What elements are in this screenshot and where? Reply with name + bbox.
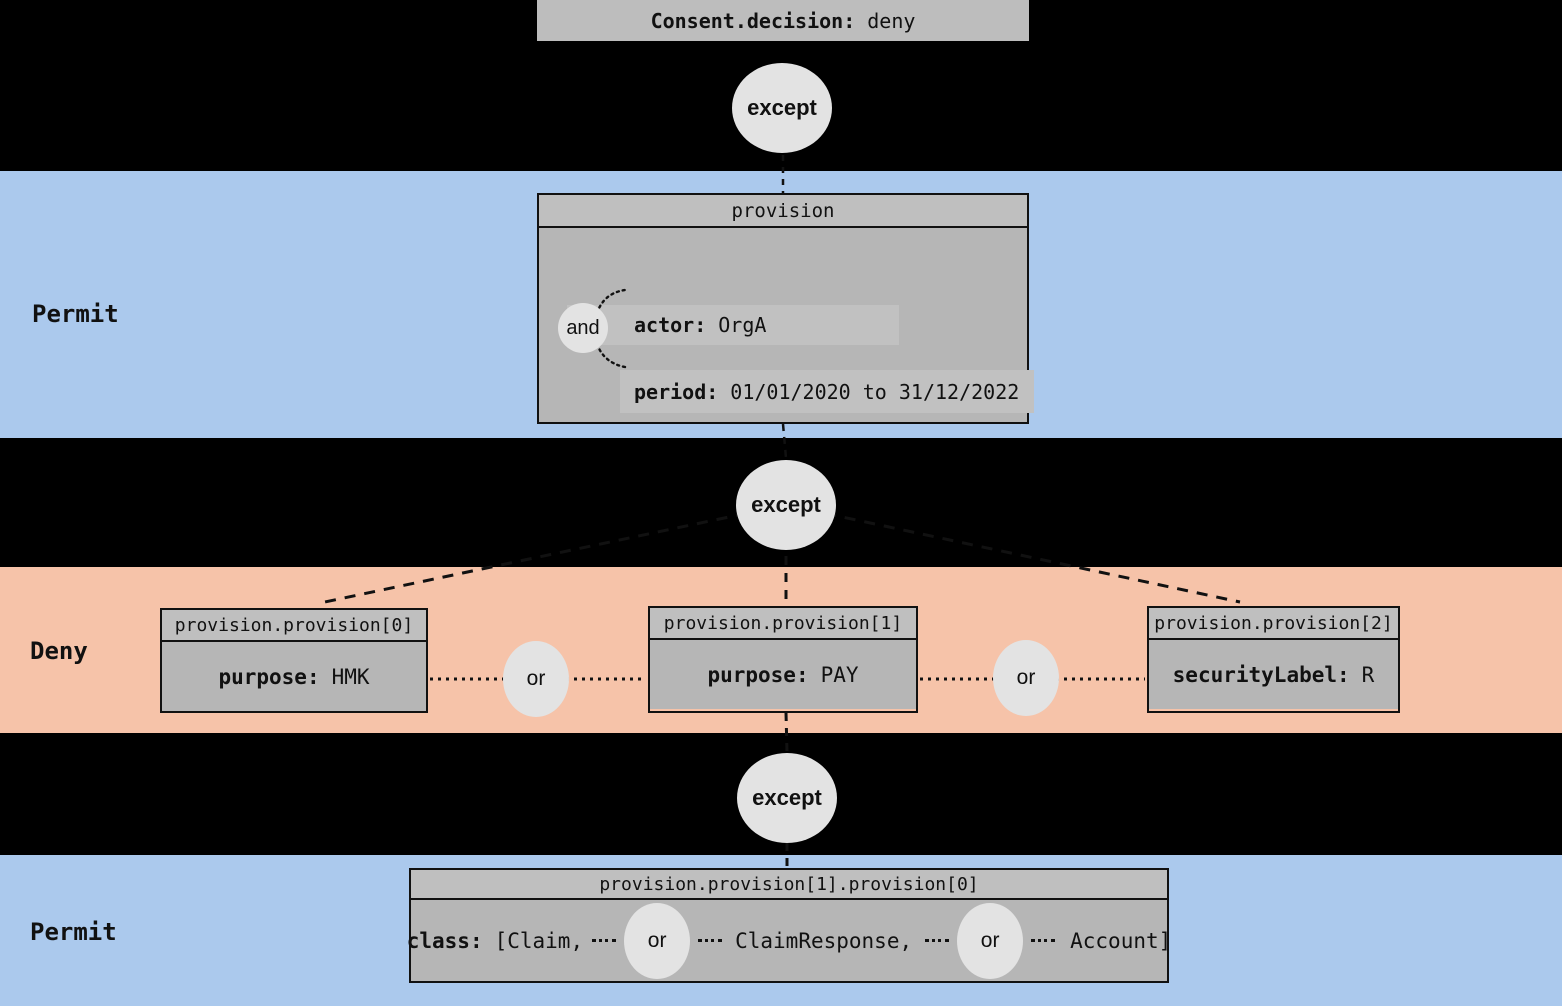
deny-node-1: provision.provision[1] purpose: PAY [648,606,918,713]
deny-node-2: provision.provision[2] securityLabel: R [1147,606,1400,713]
deny-node-0: provision.provision[0] purpose: HMK [160,608,428,713]
or-operator-3: or [624,902,691,979]
deny-band-label: Deny [30,637,88,665]
except-operator-1: except [732,63,832,153]
or-operator-1: or [503,641,569,717]
deny-node-1-title: provision.provision[1] [650,608,916,640]
actor-value: OrgA [718,313,767,337]
permit-band-bottom-label: Permit [30,918,117,946]
consent-decision-key: Consent.decision: [650,8,856,33]
class-key: class: [406,928,483,953]
except-operator-2: except [736,460,836,550]
class-item-2: ClaimResponse, [735,928,913,953]
consent-decision-node: Consent.decision: deny [537,0,1029,41]
and-operator: and [558,303,608,353]
consent-decision-value: deny [867,8,916,33]
deny-node-2-title: provision.provision[2] [1149,608,1398,640]
deny-node-1-key: purpose: [707,662,809,687]
dotted-link [925,939,950,942]
provision-node: provision actor: OrgA period: 01/01/2020… [537,193,1034,424]
dotted-link [698,939,723,942]
class-item-1: [Claim, [494,928,584,953]
except-operator-3: except [737,753,837,843]
deny-node-2-value: R [1361,662,1375,687]
class-node-body: class: [Claim, or ClaimResponse, or Acco… [407,900,1171,981]
actor-row: actor: OrgA [567,305,899,345]
deny-node-0-key: purpose: [218,664,320,689]
period-key: period: [634,379,719,404]
deny-node-0-value: HMK [331,664,370,689]
permit-band-label: Permit [32,300,119,328]
dotted-link [1031,939,1056,942]
provision-node-body: actor: OrgA period: 01/01/2020 to 31/12/… [539,228,1034,422]
class-item-3: Account] [1070,928,1172,953]
class-node-title: provision.provision[1].provision[0] [411,870,1167,900]
actor-key: actor: [634,313,707,337]
or-operator-4: or [957,902,1024,979]
or-operator-2: or [993,640,1059,716]
dotted-link [592,939,617,942]
deny-node-2-key: securityLabel: [1172,662,1350,687]
period-row: period: 01/01/2020 to 31/12/2022 [620,370,1034,413]
deny-node-0-title: provision.provision[0] [162,610,426,642]
deny-node-1-value: PAY [820,662,859,687]
provision-node-title: provision [539,195,1027,228]
period-value: 01/01/2020 to 31/12/2022 [730,379,1020,404]
class-node: provision.provision[1].provision[0] clas… [407,868,1171,983]
